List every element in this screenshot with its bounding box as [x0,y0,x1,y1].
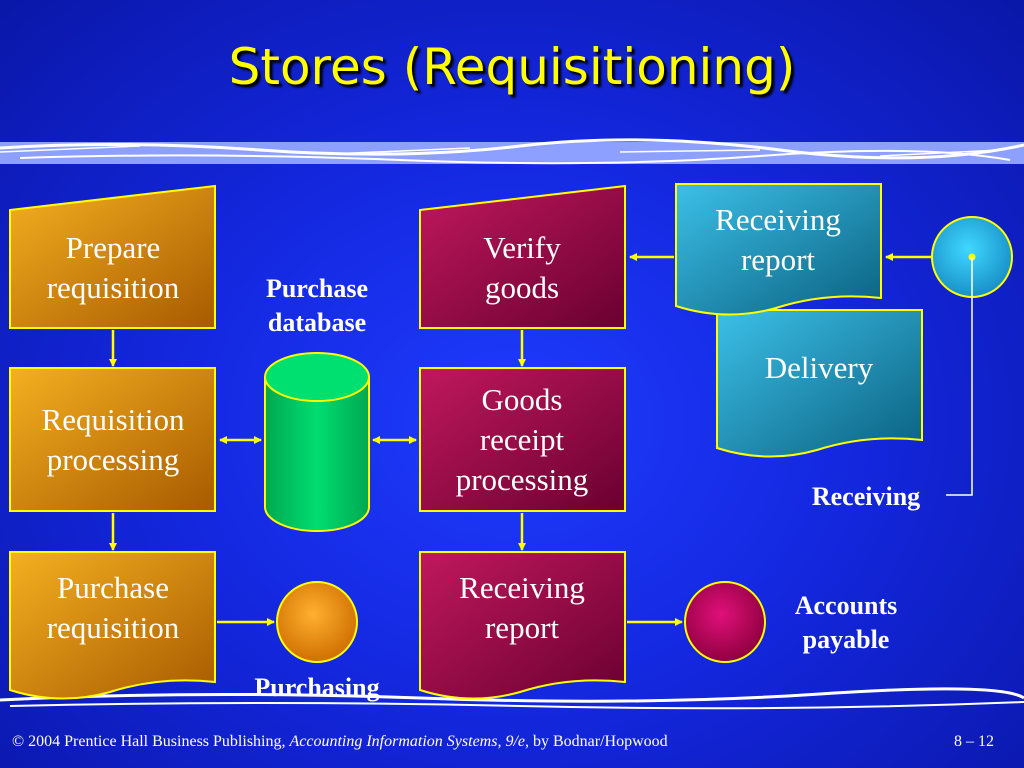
brush-divider [0,138,1024,710]
delivery-document: Delivery [716,309,923,458]
purchasing-connector [276,581,358,663]
purchase-database-label-line1: Purchase [266,274,368,303]
receiving-report-output-document: Receiving report [419,551,626,700]
receiving-callout-line [946,258,973,496]
receiving-report-out-line2: report [485,610,559,645]
accounts-payable-label-line2: payable [803,625,890,654]
goods-receipt-line2: receipt [480,422,565,457]
goods-receipt-processing-shape: Goods receipt processing [419,367,626,512]
receiving-report-in-line2: report [741,242,815,277]
receiving-report-in-line1: Receiving [715,202,841,237]
goods-receipt-line3: processing [456,462,589,497]
purchase-requisition-line2: requisition [47,610,180,645]
accounts-payable-connector [684,581,766,663]
verify-goods-shape: Verify goods [419,184,626,329]
accounts-payable-label-line1: Accounts [795,591,898,620]
receiving-report-out-line1: Receiving [459,570,585,605]
flow-arrows [109,253,931,626]
prepare-requisition-shape: Prepare requisition [9,184,216,329]
purchase-database-cylinder [264,352,370,532]
requisition-processing-line2: processing [47,442,180,477]
goods-receipt-line1: Goods [482,382,563,417]
requisition-processing-shape: Requisition processing [9,367,216,512]
purchasing-label: Purchasing [254,673,379,702]
footer-authors: , by Bodnar/Hopwood [525,733,668,750]
footer-book-title: Accounting Information Systems, 9/e [289,733,525,750]
receiving-label: Receiving [812,482,920,511]
page-title: Stores (Requisitioning) [228,38,796,96]
purchase-database-label-line2: database [268,308,366,337]
purchase-requisition-line1: Purchase [57,570,169,605]
prepare-requisition-line1: Prepare [66,230,161,265]
footer-copyright: © 2004 Prentice Hall Business Publishing… [12,733,668,751]
receiving-connector-dot [968,253,976,261]
receiving-report-input-document: Receiving report [675,183,882,316]
footer-page-number: 8 – 12 [954,733,994,750]
requisition-processing-line1: Requisition [42,402,185,437]
purchase-requisition-document: Purchase requisition [9,551,216,700]
verify-goods-line2: goods [485,270,559,305]
delivery-label: Delivery [765,350,874,385]
footer-copyright-text: © 2004 Prentice Hall Business Publishing… [12,733,286,750]
verify-goods-line1: Verify [483,230,561,265]
prepare-requisition-line2: requisition [47,270,180,305]
